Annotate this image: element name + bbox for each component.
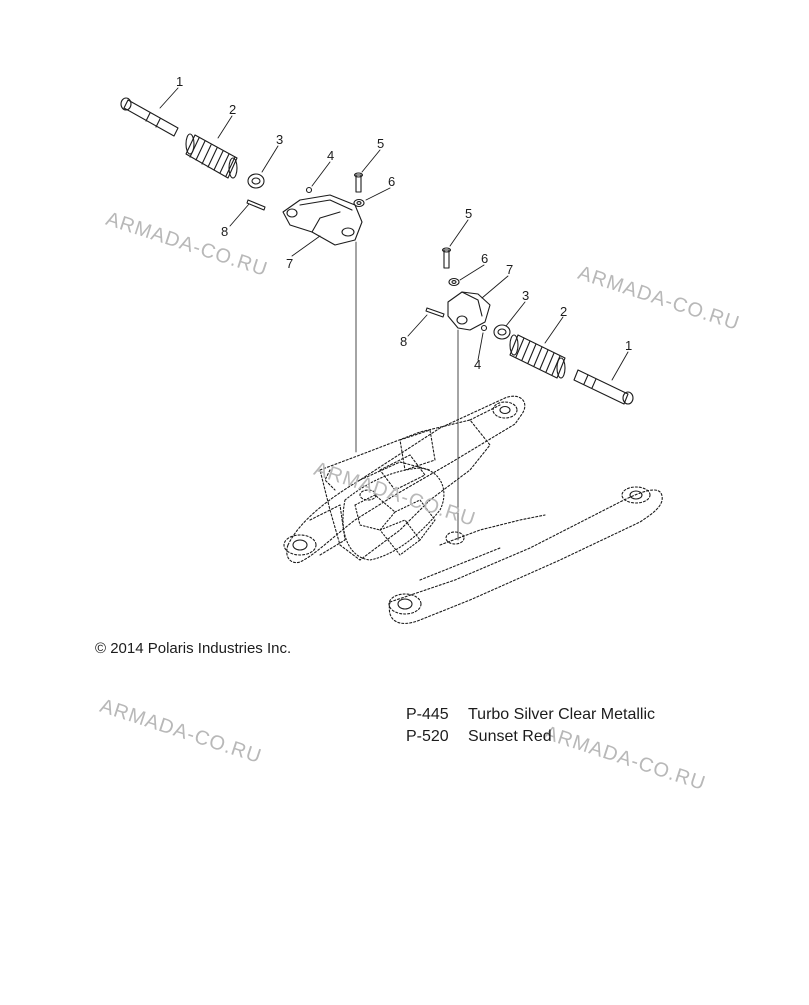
paint-code: P-520: [406, 728, 449, 745]
callout-number: 8: [221, 224, 228, 239]
paint-name: Sunset Red: [468, 728, 552, 745]
paint-name: Turbo Silver Clear Metallic: [468, 706, 656, 723]
copyright-notice: © 2014 Polaris Industries Inc.: [95, 640, 292, 657]
footpeg-right: [425, 247, 634, 541]
callout-number: 2: [560, 304, 567, 319]
callout-number: 1: [625, 338, 632, 353]
swingarm: [283, 395, 663, 624]
callout-number: 8: [400, 334, 407, 349]
paint-code-row: P-445 Turbo Silver Clear Metallic: [406, 706, 655, 724]
footpeg-left: [120, 97, 365, 453]
callout-number: 4: [327, 148, 334, 163]
callout-number: 7: [286, 256, 293, 271]
callout-number: 6: [388, 174, 395, 189]
callout-number: 1: [176, 74, 183, 89]
callout-number: 6: [481, 251, 488, 266]
leader-lines: [159, 87, 629, 381]
callout-number: 7: [506, 262, 513, 277]
callout-number: 4: [474, 357, 481, 372]
callout-number: 3: [522, 288, 529, 303]
callout-number: 5: [465, 206, 472, 221]
callout-number: 3: [276, 132, 283, 147]
callout-number: 5: [377, 136, 384, 151]
paint-code-row: P-520 Sunset Red: [406, 728, 552, 746]
paint-code: P-445: [406, 706, 449, 723]
callout-number: 2: [229, 102, 236, 117]
